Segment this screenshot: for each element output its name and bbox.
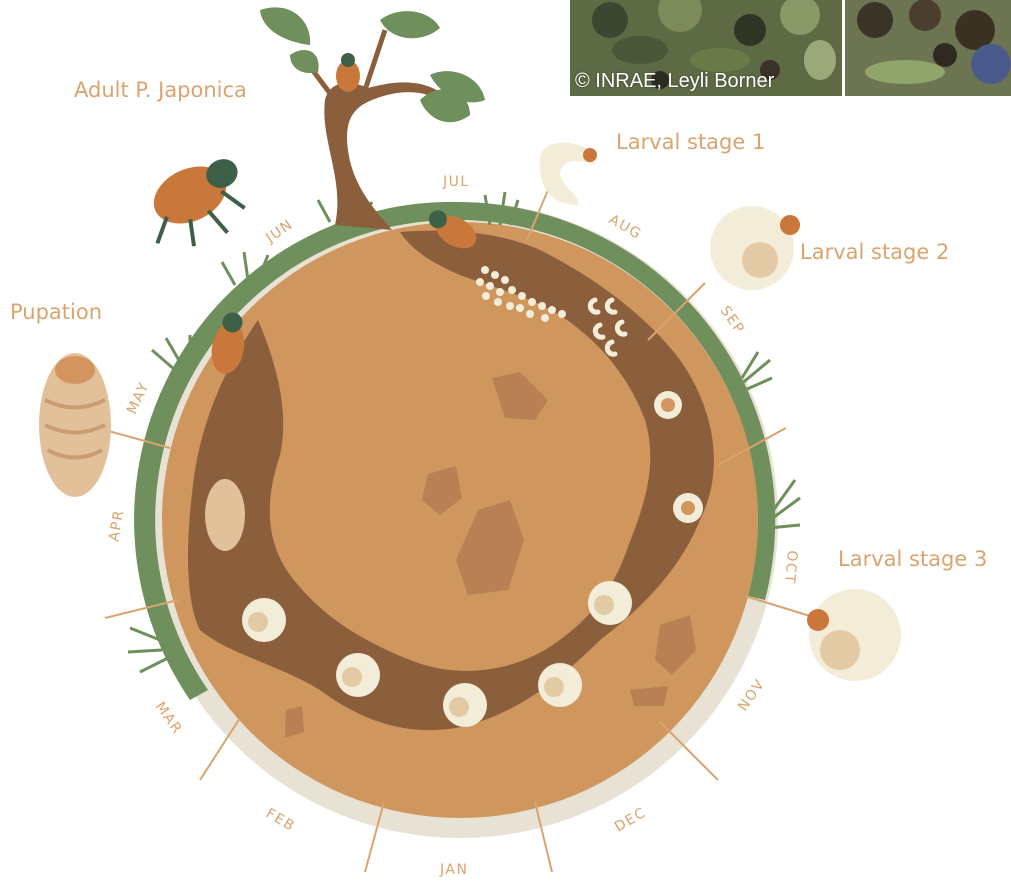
- month-oct: OCT: [781, 550, 800, 585]
- month-jun: JUN: [262, 216, 296, 247]
- month-jan: JAN: [439, 862, 468, 878]
- grub: [588, 581, 632, 625]
- grub: [673, 493, 703, 523]
- larval-stage-2-illustration: [710, 206, 800, 290]
- pupa-in-tunnel: [205, 479, 245, 551]
- month-may: MAY: [124, 379, 153, 416]
- grub: [538, 663, 582, 707]
- month-sep: SEP: [717, 303, 748, 337]
- month-jul: JUL: [442, 174, 470, 190]
- grub: [336, 653, 380, 697]
- grub: [443, 683, 487, 727]
- grub: [242, 598, 286, 642]
- pupation-illustration: [39, 353, 111, 497]
- month-feb: FEB: [263, 806, 298, 835]
- beetle-adult-large: [134, 149, 260, 262]
- grub: [654, 391, 682, 419]
- month-apr: APR: [106, 508, 127, 543]
- beetle-on-tree: [336, 53, 360, 92]
- larval-stage-3-illustration: [807, 589, 901, 681]
- month-dec: DEC: [612, 805, 649, 836]
- month-aug: AUG: [606, 212, 644, 243]
- larval-stage-1-illustration: [540, 143, 597, 205]
- month-nov: NOV: [735, 676, 768, 714]
- month-mar: MAR: [152, 699, 186, 738]
